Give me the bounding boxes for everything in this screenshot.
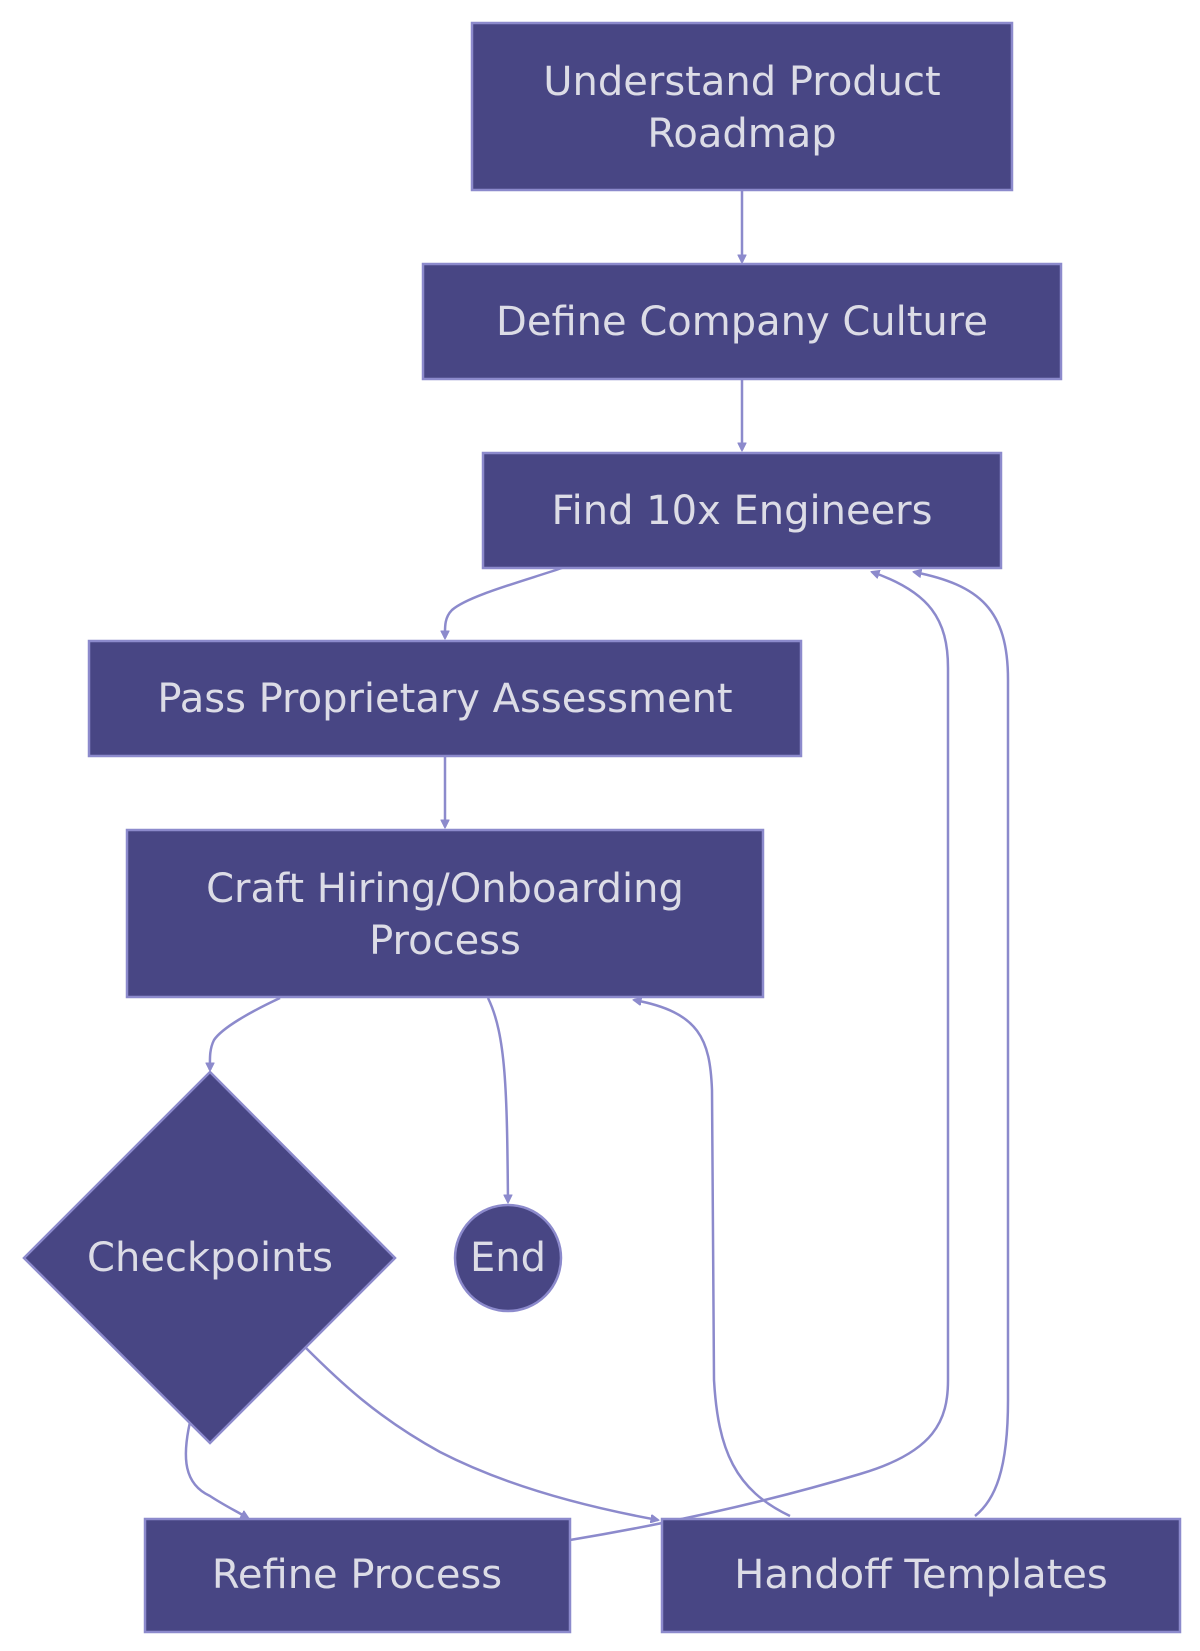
node-handoff-templates: Handoff Templates [660, 1517, 1182, 1634]
node-end: End [453, 1203, 563, 1313]
node-pass-assessment: Pass Proprietary Assessment [87, 639, 803, 758]
node-understand-roadmap: Understand Product Roadmap [470, 21, 1014, 192]
edge-craft-to-end [486, 997, 508, 1202]
node-define-culture: Define Company Culture [421, 262, 1063, 381]
node-handoff-templates-label: Handoff Templates [734, 1552, 1107, 1598]
edge-handoff-to-craft [634, 1000, 791, 1518]
edge-checkpoints-to-handoff [305, 1347, 658, 1520]
node-find-engineers-label: Find 10x Engineers [552, 488, 933, 534]
node-checkpoints: Checkpoints [22, 1070, 397, 1445]
node-refine-process-label: Refine Process [212, 1552, 502, 1598]
node-checkpoints-label: Checkpoints [87, 1235, 333, 1281]
node-craft-process: Craft Hiring/Onboarding Process [125, 828, 765, 999]
edge-handoff-to-engineers [914, 572, 1010, 1517]
node-define-culture-label: Define Company Culture [496, 299, 988, 345]
edge-craft-to-checkpoints [210, 996, 281, 1070]
node-end-label: End [470, 1235, 546, 1281]
edges [184, 191, 1010, 1542]
node-refine-process: Refine Process [143, 1517, 572, 1634]
node-craft-process-label-line2: Process [369, 918, 521, 964]
node-understand-roadmap-label-line2: Roadmap [647, 111, 836, 157]
edge-engineers-to-assessment [445, 566, 563, 638]
node-craft-process-label-line1: Craft Hiring/Onboarding [206, 866, 684, 912]
node-understand-roadmap-label-line1: Understand Product [543, 59, 940, 105]
node-find-engineers: Find 10x Engineers [481, 451, 1003, 570]
edge-checkpoints-to-refine [184, 1421, 248, 1518]
node-pass-assessment-label: Pass Proprietary Assessment [157, 676, 732, 722]
